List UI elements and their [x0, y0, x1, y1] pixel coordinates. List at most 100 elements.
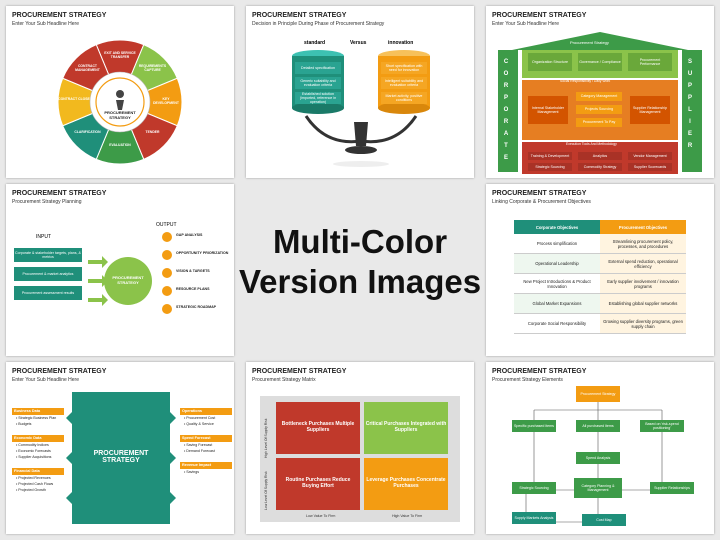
slide-thumbnail-data-flow[interactable]: PROCUREMENT STRATEGY Enter Your Sub Head…	[6, 362, 234, 534]
internal-stakeholder-box: Internal Stakeholder Management	[528, 96, 568, 124]
data-group-item: • Procurement Cost	[184, 416, 216, 420]
data-group-header: Financial Data	[12, 468, 64, 475]
y-label-top: High Level Of Supply Risk	[264, 418, 268, 458]
data-group-item: • Demand Forecast	[184, 449, 215, 453]
element-node: Spend Analysis	[576, 452, 620, 464]
table-row: New Project Introductions & Product Inno…	[514, 274, 686, 294]
data-group-item: • Economic Forecasts	[16, 449, 51, 453]
element-node: Specific purchased items	[512, 420, 556, 432]
house-cell: Training & Development	[528, 152, 572, 160]
data-group-item: • Projected Revenues	[16, 476, 51, 480]
center-title-line-1: Multi-Color	[272, 223, 448, 260]
table-row: Global Market Expansions Establishing glo…	[514, 294, 686, 314]
slide-subtitle: Procurement Strategy Planning	[12, 199, 82, 205]
input-box: Procurement assessment results	[14, 286, 82, 300]
slide-title: PROCUREMENT STRATEGY	[252, 368, 347, 375]
supplier-relationship-box: Supplier Relationship Management	[630, 96, 670, 124]
bucket-item: Detailed specification	[295, 62, 341, 74]
versus-label: Versus	[350, 40, 367, 46]
matrix-quadrant: Bottleneck Purchases Multiple Suppliers	[276, 402, 360, 454]
bucket-item: Generic suitability and evaluation crite…	[295, 77, 341, 89]
wheel-segment-label: CONTRACT CLOSE	[58, 97, 90, 101]
slide-thumbnail-planning[interactable]: PROCUREMENT STRATEGY Procurement Strateg…	[6, 184, 234, 356]
table-cell: Corporate Social Responsibility	[527, 321, 587, 326]
house-cell: Supplier Scorecards	[628, 163, 672, 171]
center-title-line-2: Version Images	[238, 263, 482, 300]
table-cell: Process simplification	[536, 241, 578, 246]
wheel-segment-label: CONTRACT MANAGEMENT	[75, 64, 100, 73]
data-group-item: • Saving Forecast	[184, 443, 213, 447]
data-group-item: • Strategic Business Plan	[16, 416, 57, 420]
element-node: Cost Map	[582, 514, 626, 526]
slide-subtitle: Enter Your Sub Headline Here	[12, 21, 79, 27]
slide-title: PROCUREMENT STRATEGY	[12, 12, 107, 19]
projects-sourcing-box: Projects Sourcing	[576, 105, 622, 114]
person-icon	[116, 90, 124, 98]
output-icon	[162, 304, 172, 314]
slide-title: PROCUREMENT STRATEGY	[492, 190, 587, 197]
output-label: VISION & TARGETS	[176, 269, 210, 273]
slide-subtitle: Linking Corporate & Procurement Objectiv…	[492, 199, 591, 205]
house-cell: Procurement Performance	[628, 53, 672, 71]
slide-thumbnail-standard-vs-innovation[interactable]: PROCUREMENT STRATEGY Decision in Princip…	[246, 6, 474, 178]
input-label: INPUT	[36, 234, 51, 240]
input-box: Procurement & market analytics	[14, 267, 82, 281]
table-cell: Establishing global supplier networks	[600, 294, 686, 313]
slide-subtitle: Procurement Strategy Elements	[492, 377, 563, 383]
house-cell: Strategic Sourcing	[528, 163, 572, 171]
input-box: Corporate & stakeholder targets, plans, …	[14, 248, 82, 262]
table-cell: Streamlining procurement policy, process…	[600, 234, 686, 253]
data-group-item: • Budgets	[16, 422, 32, 426]
slide-title: PROCUREMENT STRATEGY	[12, 190, 107, 197]
output-label: OUTPUT	[156, 222, 177, 228]
bucket-item: Market activity, positive conditions	[381, 92, 427, 104]
table-cell: Growing supplier diversity programs, gre…	[600, 314, 686, 333]
data-group-item: • Quality & Service	[184, 422, 214, 426]
matrix-quadrant: Leverage Purchases Concentrate Purchases	[364, 458, 448, 510]
planning-arrows	[88, 256, 152, 306]
x-label-left: Low Value To Firm	[306, 514, 336, 518]
slide-thumbnail-matrix[interactable]: PROCUREMENT STRATEGY Procurement Strateg…	[246, 362, 474, 534]
slide-thumbnail-elements[interactable]: PROCUREMENT STRATEGY Procurement Strateg…	[486, 362, 714, 534]
data-group-item: • Savings	[184, 470, 200, 474]
band-social: Social Responsibility / Daily Work	[560, 79, 611, 83]
wheel-segment-label: EVALUATION	[109, 143, 131, 147]
house-cell: Commodity Strategy	[578, 163, 622, 171]
output-icon	[162, 268, 172, 278]
center-banner	[66, 392, 176, 524]
procurement-to-pay-box: Procurement To Pay	[576, 118, 622, 127]
data-group-item: • Projected Growth	[16, 488, 47, 492]
data-group-header: Revenue Impact	[180, 462, 232, 469]
wheel-segment-label: CLARIFICATION	[74, 129, 101, 134]
slide-subtitle: Enter Your Sub Headline Here	[12, 377, 79, 383]
slide-thumbnail-objectives-table[interactable]: PROCUREMENT STRATEGY Linking Corporate &…	[486, 184, 714, 356]
innovation-label: innovation	[388, 40, 414, 46]
y-label-bottom: Low Level Of Supply Risk	[264, 471, 268, 510]
output-label: STRATEGIC ROADMAP	[176, 305, 217, 309]
data-group-header: Business Data	[12, 408, 64, 415]
wheel-hub-label: PROCUREMENT STRATEGY	[104, 110, 136, 120]
bucket-item: Intelligent suitability and evaluation c…	[381, 77, 427, 89]
element-node: Based on 'risk-spend positioning'	[640, 420, 684, 432]
slide-title: PROCUREMENT STRATEGY	[12, 368, 107, 375]
output-icon	[162, 232, 172, 242]
table-row: Corporate Social Responsibility Growing s…	[514, 314, 686, 334]
matrix-quadrant: Critical Purchases Integrated with Suppl…	[364, 402, 448, 454]
table-cell: Global Market Expansions	[532, 301, 582, 306]
table-cell: New Project Introductions & Product Inno…	[523, 278, 591, 289]
wheel-segment-label: TENDER	[145, 129, 160, 134]
house-cell: Governance / Compliance	[578, 53, 622, 71]
slide-thumbnail-house[interactable]: PROCUREMENT STRATEGY Enter Your Sub Head…	[486, 6, 714, 178]
data-group-header: Spend Forecast	[180, 435, 232, 442]
wheel-segment-label: KEY DEVELOPMENT	[153, 97, 179, 105]
slide-title: PROCUREMENT STRATEGY	[252, 12, 347, 19]
wheel-segment-label: EXIT AND SERVICE TRANSFER	[104, 51, 136, 59]
output-icon	[162, 250, 172, 260]
table-row: Process simplification Streamlining procu…	[514, 234, 686, 254]
bucket-item: Established solution (imported, referenc…	[295, 92, 341, 104]
data-group-item: • Projected Cash Flows	[16, 482, 54, 486]
procurement-wheel	[57, 39, 183, 165]
house-cell: Analytics	[578, 152, 622, 160]
slide-thumbnail-wheel[interactable]: PROCUREMENT STRATEGY Enter Your Sub Head…	[6, 6, 234, 178]
